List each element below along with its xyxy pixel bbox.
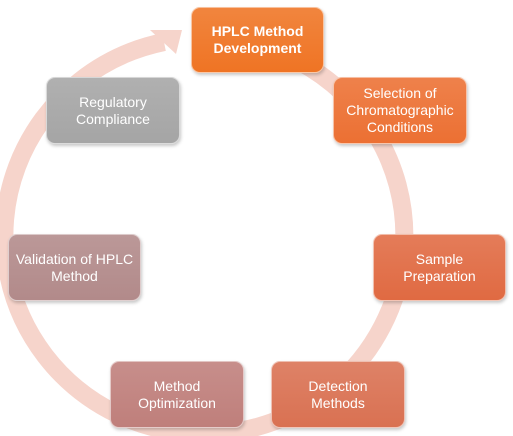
cycle-arrowhead-icon	[150, 30, 182, 54]
step-validation-of-hplc-method: Validation of HPLC Method	[8, 234, 141, 301]
step-selection-of-chromatographic-conditions: Selection of Chromatographic Conditions	[333, 77, 467, 144]
step-label: Method Optimization	[138, 377, 216, 411]
step-regulatory-compliance: Regulatory Compliance	[46, 77, 180, 144]
step-label: Validation of HPLC Method	[15, 250, 134, 284]
step-detection-methods: Detection Methods	[271, 361, 405, 428]
step-method-optimization: Method Optimization	[110, 361, 244, 428]
step-label: Selection of Chromatographic Conditions	[346, 85, 454, 135]
step-sample-preparation: Sample Preparation	[373, 234, 506, 301]
step-label: Regulatory Compliance	[76, 93, 150, 127]
step-label: Sample Preparation	[403, 250, 476, 284]
step-label: Detection Methods	[308, 377, 368, 411]
step-label: HPLC Method Development	[211, 23, 304, 56]
step-hplc-method-development: HPLC Method Development	[191, 7, 324, 73]
